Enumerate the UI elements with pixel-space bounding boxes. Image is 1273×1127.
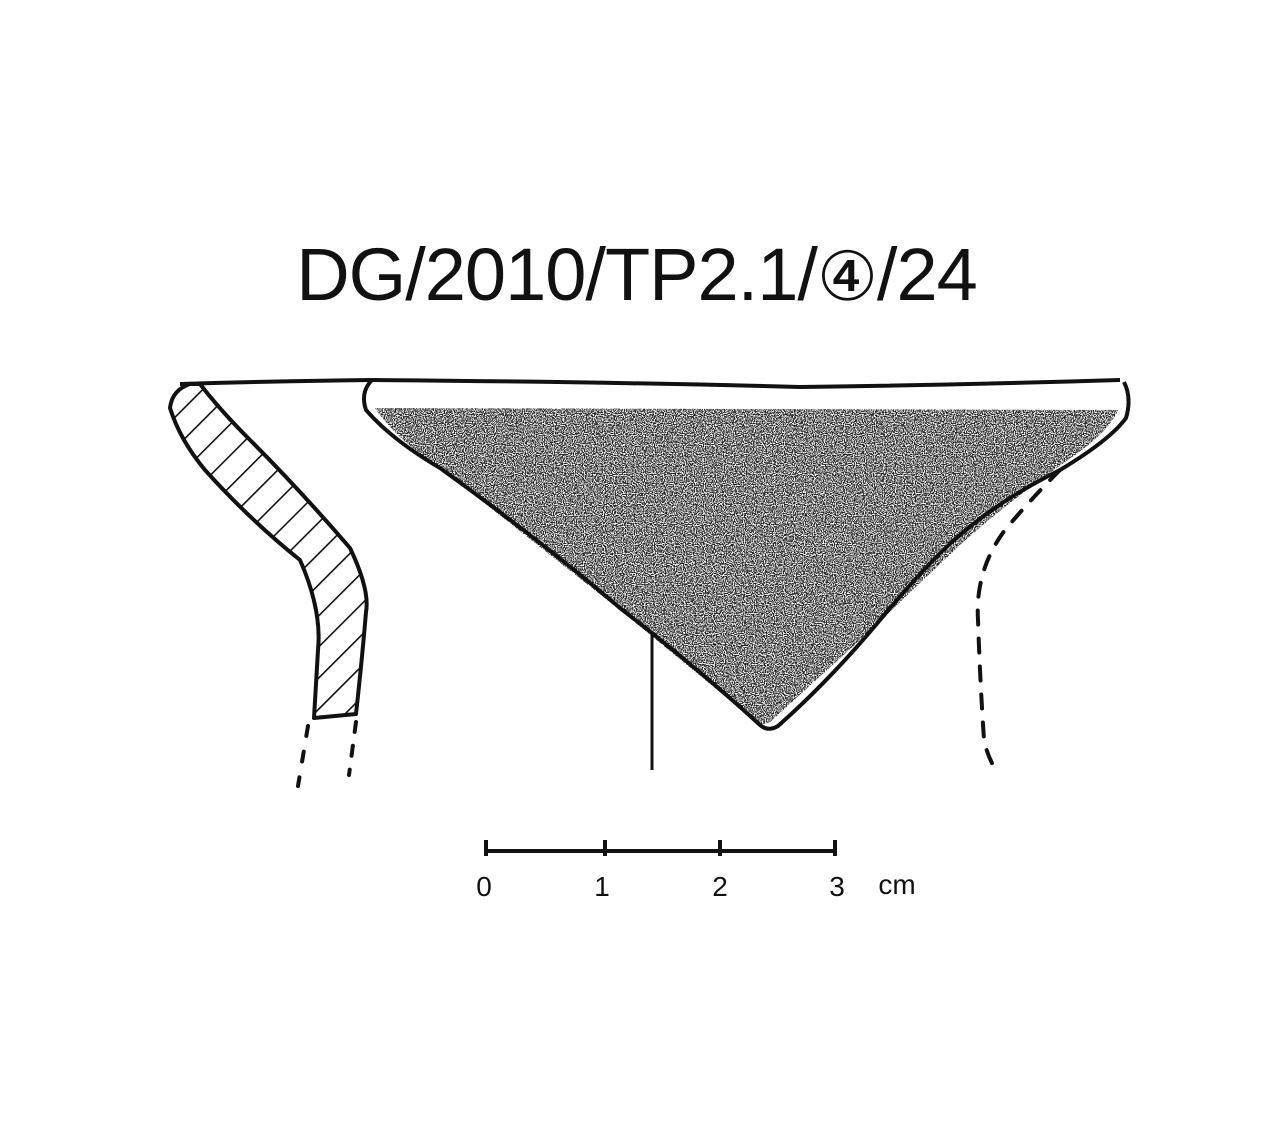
section-dotted-continuation-inner [347, 720, 358, 777]
scale-label-0: 0 [476, 871, 492, 902]
section-dotted-continuation-outer [296, 724, 310, 788]
scale-unit-label: cm [878, 869, 915, 900]
title-suffix: /24 [876, 233, 978, 316]
scale-label-1: 1 [594, 871, 610, 902]
stippled-surface [375, 408, 1118, 725]
rim-line [179, 377, 1121, 390]
title-circled-context: ④ [816, 238, 878, 317]
title-prefix: DG/2010/TP2.1/ [296, 233, 818, 316]
section-profile [168, 382, 369, 720]
scale-label-3: 3 [829, 871, 845, 902]
scale-label-2: 2 [712, 871, 728, 902]
body-dashed-continuation [975, 468, 1062, 772]
scale-bar: 0 1 2 3 cm [476, 840, 916, 902]
catalogue-number-title: DG/2010/TP2.1/④/24 [0, 238, 1273, 312]
